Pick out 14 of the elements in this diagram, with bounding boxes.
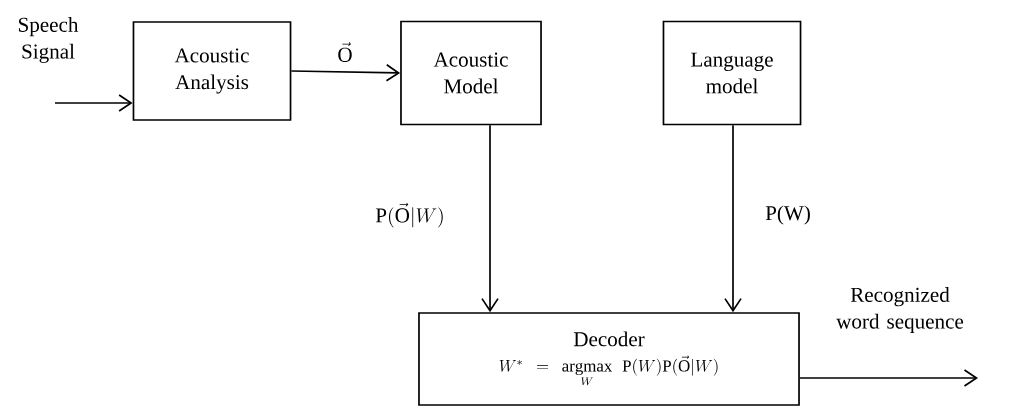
edge-label: P(W) — [765, 205, 810, 225]
arrow — [54, 94, 133, 112]
arrow — [290, 63, 401, 82]
process-box: Language model — [662, 20, 802, 126]
process-box: Acoustic Analysis — [132, 21, 292, 121]
edge-label: $\mathrm{P}(\vec{\mathrm{O}}|W)$ — [375, 202, 443, 228]
edge-label: $\vec{\mathrm{O}}$ — [338, 42, 352, 62]
process-box: Decoder $W^* = \mathop{\mathrm{argmax}}\limits_{W}\ \mathrm{P}(W)\mathrm{P}(\vec{\mathrm{O}}|W)$ — [418, 312, 800, 406]
arrow — [799, 369, 978, 387]
arrow — [724, 124, 742, 313]
process-box: Acoustic Model — [400, 20, 542, 126]
edge-label: Recognized word sequence — [836, 287, 964, 333]
edge-label: Speech Signal — [18, 17, 79, 63]
arrow — [481, 124, 499, 313]
